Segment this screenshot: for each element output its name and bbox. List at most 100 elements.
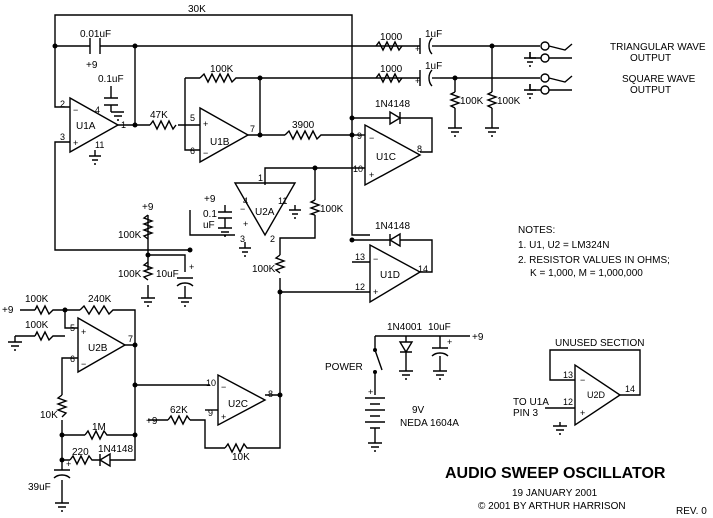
resistor-3900 bbox=[284, 129, 325, 141]
svg-text:−: − bbox=[580, 375, 585, 385]
svg-text:3: 3 bbox=[60, 132, 65, 142]
ground-symbol bbox=[55, 500, 69, 512]
resistor-100k-out2 bbox=[486, 91, 498, 109]
ground-symbol bbox=[553, 422, 567, 435]
svg-text:12: 12 bbox=[355, 282, 365, 292]
diagram-title: AUDIO SWEEP OSCILLATOR bbox=[445, 465, 666, 482]
svg-text:+: + bbox=[415, 76, 420, 86]
ground-symbol bbox=[448, 125, 462, 137]
notes-heading: NOTES: bbox=[518, 225, 555, 236]
svg-text:7: 7 bbox=[128, 334, 133, 344]
svg-text:−: − bbox=[369, 133, 374, 143]
jack-triangular bbox=[529, 41, 573, 63]
power-labels: POWER 9V NEDA 1604A 1N4001 10uF +9 bbox=[325, 322, 484, 429]
capacitor-01-u2a bbox=[218, 205, 232, 225]
svg-text:0.01uF: 0.01uF bbox=[80, 29, 111, 40]
svg-text:−: − bbox=[203, 148, 208, 158]
title-block: AUDIO SWEEP OSCILLATOR 19 JANUARY 2001 ©… bbox=[445, 465, 707, 517]
svg-text:+9: +9 bbox=[146, 416, 158, 427]
svg-text:10uF: 10uF bbox=[428, 322, 451, 333]
svg-text:+: + bbox=[580, 408, 585, 418]
svg-text:1: 1 bbox=[258, 173, 263, 183]
svg-text:+9: +9 bbox=[86, 60, 98, 71]
svg-text:+: + bbox=[243, 219, 248, 229]
svg-text:1. U1, U2 = LM324N: 1. U1, U2 = LM324N bbox=[518, 240, 609, 251]
svg-text:0.1uF: 0.1uF bbox=[98, 74, 124, 85]
diode-1n4148-a bbox=[389, 110, 402, 126]
svg-text:100K: 100K bbox=[25, 294, 49, 305]
svg-text:62K: 62K bbox=[170, 405, 188, 416]
svg-text:100K: 100K bbox=[118, 230, 142, 241]
svg-text:2: 2 bbox=[270, 234, 275, 244]
svg-text:+9: +9 bbox=[204, 194, 216, 205]
svg-text:100K: 100K bbox=[118, 269, 142, 280]
svg-text:+: + bbox=[73, 138, 78, 148]
svg-text:+: + bbox=[369, 170, 374, 180]
svg-text:1N4001: 1N4001 bbox=[387, 322, 422, 333]
svg-text:10K: 10K bbox=[232, 452, 250, 463]
ground-symbol bbox=[218, 225, 232, 237]
svg-text:+: + bbox=[373, 287, 378, 297]
unused-heading: UNUSED SECTION bbox=[555, 338, 644, 349]
notes: NOTES: 1. U1, U2 = LM324N 2. RESISTOR VA… bbox=[518, 225, 670, 279]
svg-text:9V: 9V bbox=[412, 405, 425, 416]
capacitor-39uf: + bbox=[53, 459, 71, 479]
svg-text:240K: 240K bbox=[88, 294, 112, 305]
opamp-u2c: U2C − + bbox=[217, 373, 267, 427]
svg-text:8: 8 bbox=[268, 389, 273, 399]
ground-symbol bbox=[8, 336, 22, 351]
svg-text:39uF: 39uF bbox=[28, 482, 51, 493]
resistor-100k-in2 bbox=[34, 330, 55, 342]
svg-text:+: + bbox=[66, 459, 71, 469]
resistor-10k-fb bbox=[224, 442, 250, 454]
power-label: POWER bbox=[325, 362, 363, 373]
u2c-label: U2C bbox=[228, 399, 248, 410]
svg-text:3: 3 bbox=[240, 234, 245, 244]
svg-text:OUTPUT: OUTPUT bbox=[630, 85, 671, 96]
resistors bbox=[34, 40, 498, 466]
resistor-100k-in1 bbox=[34, 304, 55, 316]
component-labels: 30K 0.01uF 1000 1uF 1uF 100K 1000 47K 39… bbox=[2, 4, 521, 493]
svg-text:+: + bbox=[81, 327, 86, 337]
opamp-u2b: U2B + − bbox=[77, 316, 127, 374]
svg-text:2: 2 bbox=[60, 99, 65, 109]
svg-text:1M: 1M bbox=[92, 422, 106, 433]
svg-text:30K: 30K bbox=[188, 4, 206, 15]
capacitor-001uf bbox=[89, 38, 101, 54]
resistor-100k-pot bbox=[142, 214, 154, 240]
svg-text:+: + bbox=[189, 262, 194, 272]
svg-text:uF: uF bbox=[203, 220, 215, 231]
resistor-100k-out1 bbox=[449, 91, 461, 109]
u1c-label: U1C bbox=[376, 152, 396, 163]
svg-text:+: + bbox=[221, 412, 226, 422]
svg-text:TO U1A: TO U1A bbox=[513, 397, 549, 408]
u1d-label: U1D bbox=[380, 270, 400, 281]
svg-text:9: 9 bbox=[357, 131, 362, 141]
square-output-label: SQUARE WAVE bbox=[622, 74, 696, 85]
svg-text:3900: 3900 bbox=[292, 120, 315, 131]
svg-text:+: + bbox=[203, 119, 208, 129]
svg-text:U2D: U2D bbox=[587, 390, 606, 400]
ground-symbol bbox=[89, 150, 101, 165]
svg-text:11: 11 bbox=[278, 196, 287, 206]
junctions bbox=[52, 43, 495, 463]
svg-text:5: 5 bbox=[70, 323, 75, 333]
power-section: + bbox=[365, 335, 470, 440]
svg-text:1N4148: 1N4148 bbox=[98, 444, 133, 455]
svg-text:7: 7 bbox=[250, 124, 255, 134]
unused-section: − + U2D 13 12 14 UNUSED SECTION TO U1A P… bbox=[513, 338, 644, 427]
svg-text:220: 220 bbox=[72, 447, 89, 458]
opamp-u1a: U1A − + bbox=[69, 96, 120, 154]
capacitor-1uf-a: + bbox=[415, 37, 440, 55]
battery bbox=[365, 397, 385, 440]
svg-text:2. RESISTOR VALUES IN OHMS;: 2. RESISTOR VALUES IN OHMS; bbox=[518, 255, 670, 266]
svg-text:12: 12 bbox=[563, 397, 573, 407]
ground-symbol bbox=[399, 368, 413, 380]
svg-text:10: 10 bbox=[353, 164, 363, 174]
resistor-100k-low bbox=[142, 261, 154, 281]
triangular-output-label: TRIANGULAR WAVE bbox=[610, 42, 706, 53]
svg-text:+9: +9 bbox=[472, 332, 484, 343]
svg-text:4: 4 bbox=[95, 105, 100, 115]
svg-text:10: 10 bbox=[206, 378, 216, 388]
